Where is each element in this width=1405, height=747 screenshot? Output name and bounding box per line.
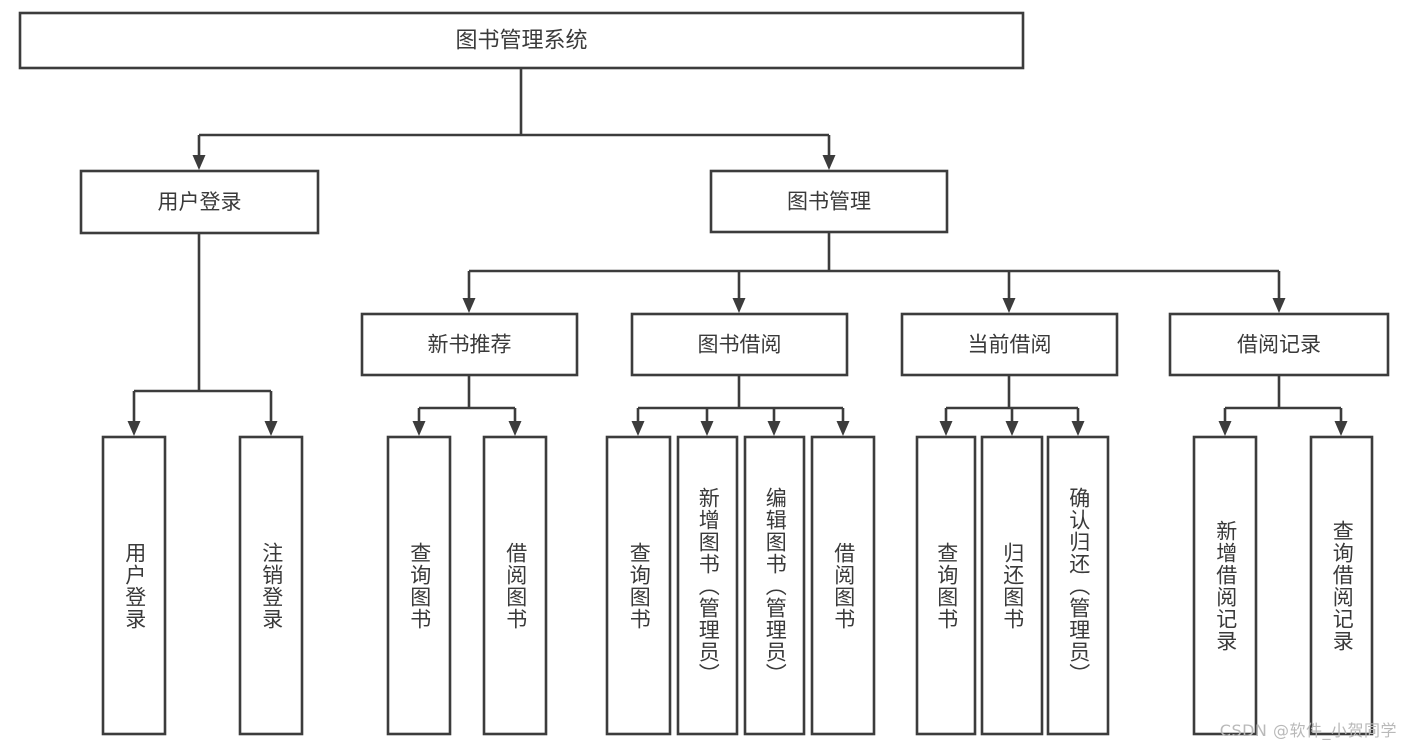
node-leaf-edit-book-rect[interactable] [743,435,806,736]
node-leaf-query-book-1-rect[interactable] [386,435,452,736]
conn-book-borrow-arrow-3 [836,421,850,436]
conn-root-arrow-0 [192,155,206,170]
node-book-manage[interactable]: 图书管理 [709,169,949,234]
node-user-login-rect[interactable] [79,169,320,235]
conn-current-borrow-arrow-2 [1071,421,1085,436]
node-leaf-borrow-book-1-rect[interactable] [482,435,548,736]
node-leaf-borrow-book-2-rect[interactable] [810,435,876,736]
node-new-book-rec-rect[interactable] [360,312,579,377]
csdn-watermark: CSDN @软件_小贺同学 [1219,721,1397,740]
conn-book-borrow-arrow-1 [700,421,714,436]
conn-root-arrow-1 [822,155,836,170]
node-leaf-return-book-rect[interactable] [980,435,1044,736]
node-root-label: 图书管理系统 [455,29,587,54]
conn-book-manage-arrow-2 [1002,298,1016,313]
node-leaf-edit-book[interactable] [743,435,806,736]
conn-current-borrow-arrow-1 [1005,421,1019,436]
node-book-borrow[interactable]: 图书借阅 [630,312,849,377]
node-current-borrow-label: 当前借阅 [968,333,1052,357]
node-leaf-add-record-rect[interactable] [1192,435,1258,736]
node-book-borrow-rect[interactable] [630,312,849,377]
node-leaf-query-record[interactable] [1309,435,1374,736]
node-leaf-user-login-rect[interactable] [101,435,167,736]
conn-book-manage-arrow-1 [732,298,746,313]
node-current-borrow[interactable]: 当前借阅 [900,312,1119,377]
node-book-borrow-label: 图书借阅 [698,333,782,357]
node-leaf-query-record-rect[interactable] [1309,435,1374,736]
conn-book-manage-arrow-3 [1272,298,1286,313]
conn-book-borrow-arrow-0 [631,421,645,436]
node-leaf-borrow-book-2[interactable] [810,435,876,736]
node-user-login-label: 用户登录 [158,190,242,214]
node-leaf-borrow-book-1[interactable] [482,435,548,736]
node-borrow-record[interactable]: 借阅记录 [1168,312,1390,377]
conn-user-login-arrow-0 [127,421,141,436]
node-current-borrow-rect[interactable] [900,312,1119,377]
node-leaf-query-book-3-rect[interactable] [915,435,977,736]
node-leaf-add-book-rect[interactable] [676,435,739,736]
node-book-manage-rect[interactable] [709,169,949,234]
node-leaf-add-record[interactable] [1192,435,1258,736]
node-leaf-confirm-return[interactable] [1046,435,1110,736]
node-borrow-record-rect[interactable] [1168,312,1390,377]
node-leaf-query-book-1[interactable] [386,435,452,736]
node-leaf-query-book-3[interactable] [915,435,977,736]
node-leaf-user-login[interactable] [101,435,167,736]
node-leaf-query-book-2-rect[interactable] [605,435,672,736]
node-leaf-user-logout[interactable] [238,435,304,736]
connector-layer [127,68,1348,436]
node-book-manage-label: 图书管理 [787,190,871,214]
conn-current-borrow-arrow-0 [939,421,953,436]
node-root-rect[interactable] [18,11,1025,70]
node-new-book-rec[interactable]: 新书推荐 [360,312,579,377]
conn-book-manage-arrow-0 [462,298,476,313]
node-root[interactable]: 图书管理系统 [18,11,1025,70]
conn-borrow-record-arrow-0 [1218,421,1232,436]
node-leaf-confirm-return-rect[interactable] [1046,435,1110,736]
node-leaf-query-book-2[interactable] [605,435,672,736]
node-new-book-rec-label: 新书推荐 [428,333,512,357]
conn-new-book-rec-arrow-0 [412,421,426,436]
node-user-login[interactable]: 用户登录 [79,169,320,235]
node-leaf-add-book[interactable] [676,435,739,736]
node-leaf-return-book[interactable] [980,435,1044,736]
node-leaf-user-logout-rect[interactable] [238,435,304,736]
conn-borrow-record-arrow-1 [1334,421,1348,436]
conn-book-borrow-arrow-2 [767,421,781,436]
conn-new-book-rec-arrow-1 [508,421,522,436]
conn-user-login-arrow-1 [264,421,278,436]
node-borrow-record-label: 借阅记录 [1237,333,1321,357]
